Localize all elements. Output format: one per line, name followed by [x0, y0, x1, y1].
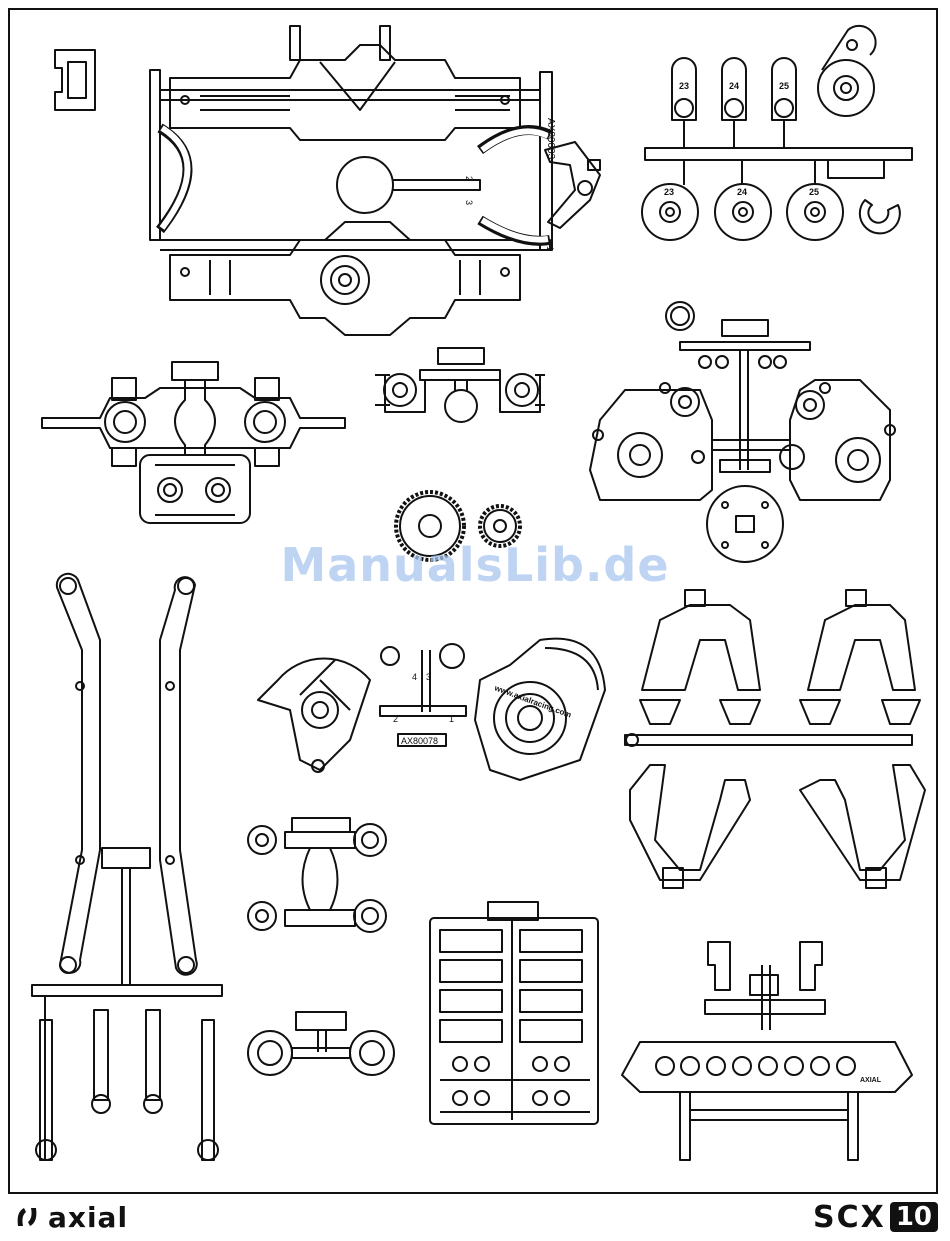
tree-b-label: AX80078 — [401, 736, 438, 746]
transmission-case-tree — [590, 302, 895, 562]
brand-name: axial — [48, 1201, 128, 1234]
small-bracket-part — [55, 50, 95, 110]
disc-label-23: 23 — [664, 187, 674, 197]
long-links-tree — [32, 574, 222, 1160]
gate-label-4: 4 — [412, 672, 417, 682]
gate-label-3b: 3 — [426, 672, 431, 682]
disc-label-25: 25 — [809, 187, 819, 197]
model-prefix: SCX — [813, 1200, 886, 1235]
gate-label-3: 3 — [464, 200, 474, 205]
small-spline-tree — [380, 644, 466, 746]
axle-housing-tree — [150, 26, 600, 335]
horn-label-23: 23 — [679, 81, 689, 91]
servo-horn-tree — [642, 26, 912, 240]
gate-label-2: 2 — [464, 176, 474, 181]
motor-plate-text: www.axialracing.com — [492, 683, 572, 720]
suspension-arms-tree — [625, 590, 925, 888]
rod-ends-grid — [430, 902, 598, 1124]
bearing-tree-lower — [248, 1012, 394, 1075]
model-logo: SCX 10 — [813, 1200, 938, 1234]
gate-label-1b: 1 — [449, 714, 454, 724]
gate-label-1: 1 — [545, 246, 555, 251]
brand-logo: axial — [12, 1200, 128, 1234]
tree-a-label: AX80003 — [545, 118, 556, 160]
horn-label-25: 25 — [779, 81, 789, 91]
horn-label-24: 24 — [729, 81, 739, 91]
bearing-tree-upper — [248, 818, 386, 932]
motor-plate-part — [475, 639, 605, 780]
axial-mark-icon — [12, 1202, 42, 1232]
c-hub-tree — [375, 348, 545, 422]
disc-label-24: 24 — [737, 187, 747, 197]
bumper-tree — [622, 942, 912, 1160]
spur-gears — [396, 492, 520, 560]
gate-label-2b: 2 — [393, 714, 398, 724]
steering-knuckle-tree — [42, 362, 345, 523]
model-number: 10 — [890, 1202, 938, 1232]
bumper-brand-text: AXIAL — [860, 1077, 882, 1084]
gear-cover-part — [258, 659, 370, 772]
